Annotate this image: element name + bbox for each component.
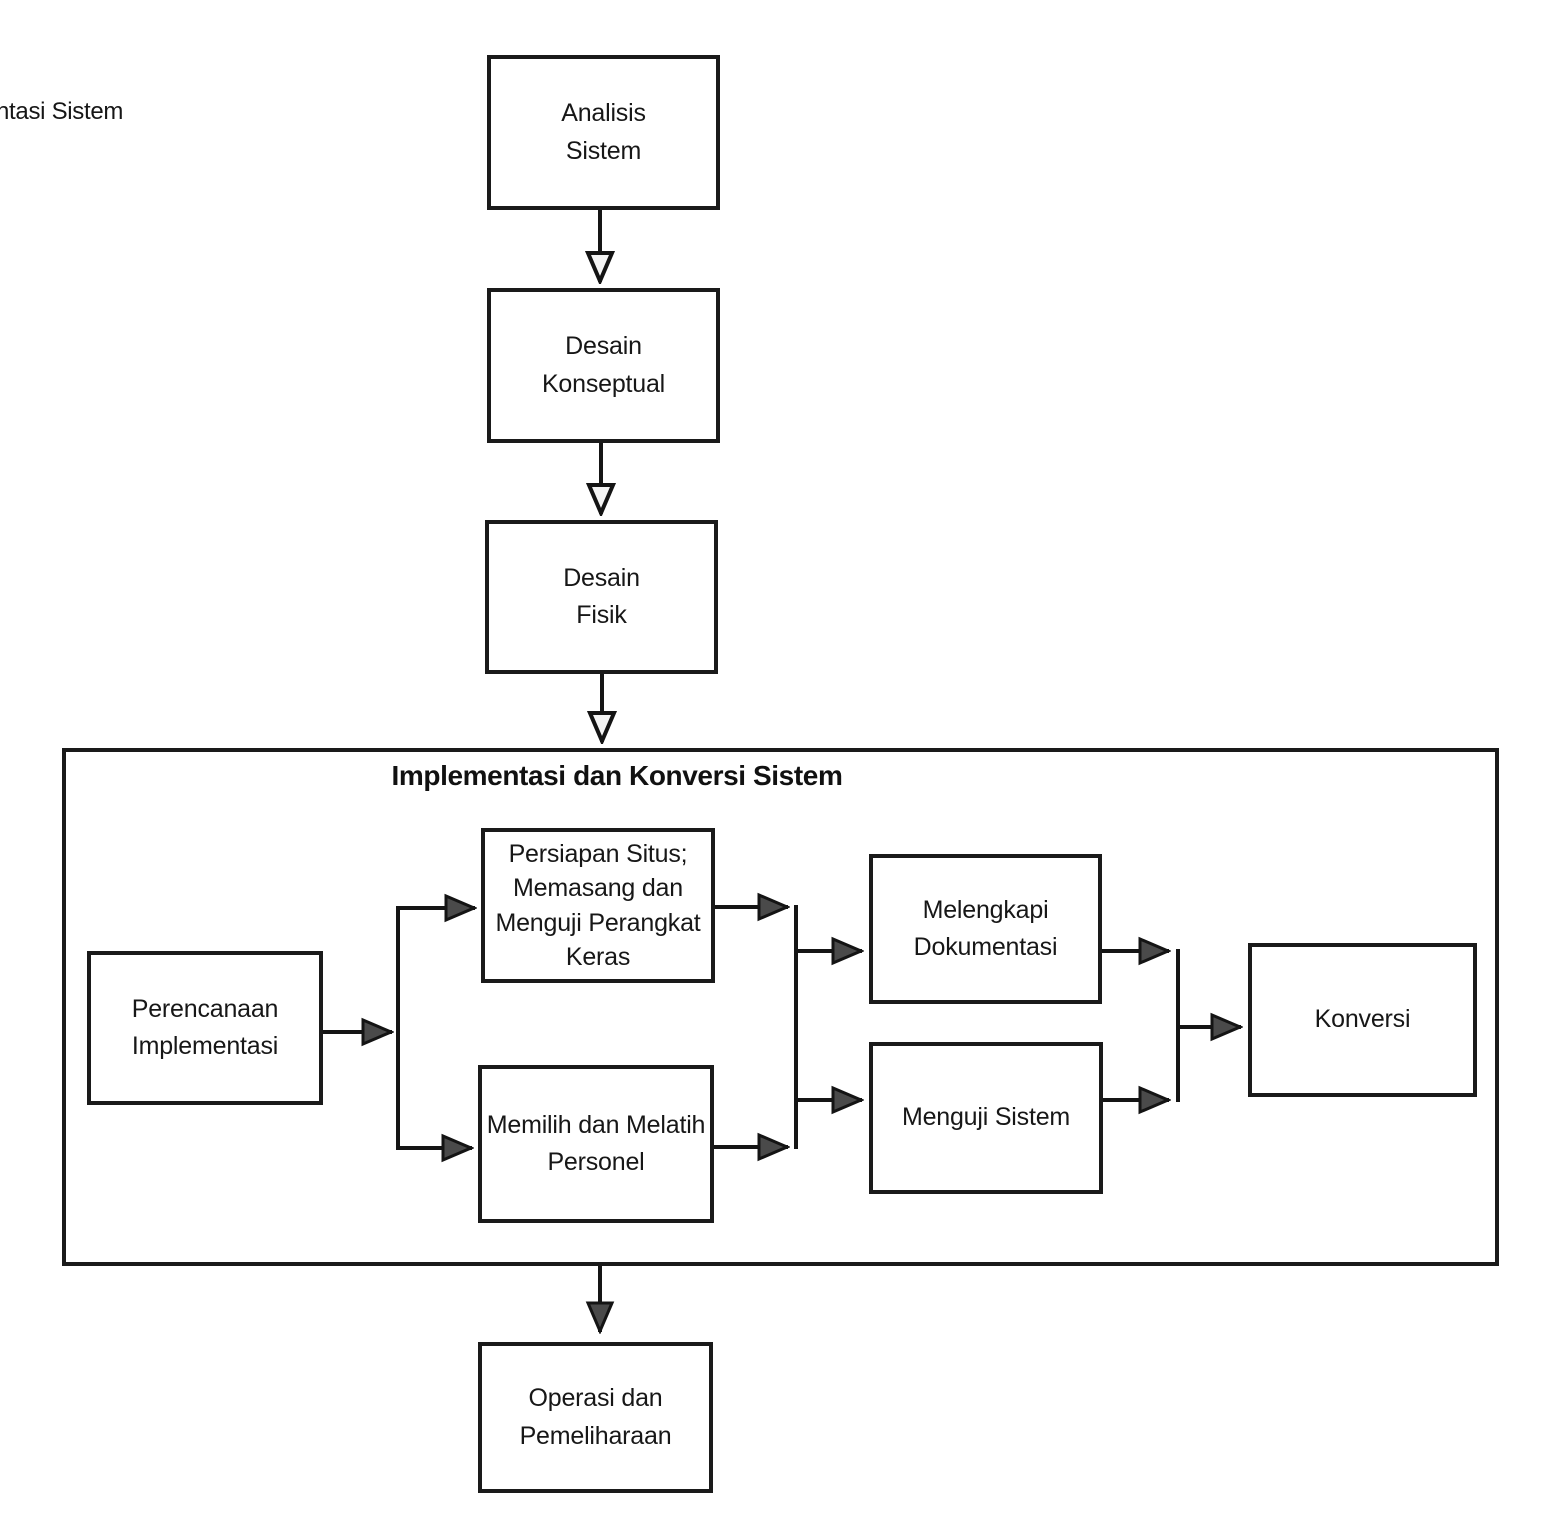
node-konversi: Konversi: [1248, 943, 1477, 1097]
node-memilih-melatih-personel: Memilih dan Melatih Personel: [478, 1065, 714, 1223]
page-caption: ntasi Sistem: [0, 98, 124, 125]
node-label: Operasi dan Pemeliharaan: [519, 1384, 672, 1450]
container-implementasi-dan-konversi: [62, 748, 1499, 1266]
node-label: Desain Fisik: [563, 563, 640, 630]
node-label: Konversi: [1314, 1005, 1411, 1034]
container-title: Implementasi dan Konversi Sistem: [391, 760, 843, 791]
node-label: Melengkapi Dokumentasi: [913, 895, 1058, 962]
node-label: Desain Konseptual: [541, 332, 666, 398]
node-label: Perencanaan Implementasi: [131, 994, 279, 1061]
node-analisis-sistem: Analisis Sistem: [487, 55, 720, 210]
node-desain-fisik: Desain Fisik: [485, 520, 718, 674]
node-menguji-sistem: Menguji Sistem: [869, 1042, 1103, 1194]
node-label: Menguji Sistem: [901, 1103, 1071, 1132]
node-label: Memilih dan Melatih Personel: [486, 1110, 706, 1177]
node-label: Persiapan Situs; Memasang dan Menguji Pe…: [495, 839, 701, 972]
node-melengkapi-dokumentasi: Melengkapi Dokumentasi: [869, 854, 1102, 1004]
node-label: Analisis Sistem: [561, 99, 646, 165]
node-persiapan-situs: Persiapan Situs; Memasang dan Menguji Pe…: [481, 828, 715, 983]
node-desain-konseptual: Desain Konseptual: [487, 288, 720, 443]
node-operasi-pemeliharaan: Operasi dan Pemeliharaan: [478, 1342, 713, 1493]
node-perencanaan-implementasi: Perencanaan Implementasi: [87, 951, 323, 1105]
